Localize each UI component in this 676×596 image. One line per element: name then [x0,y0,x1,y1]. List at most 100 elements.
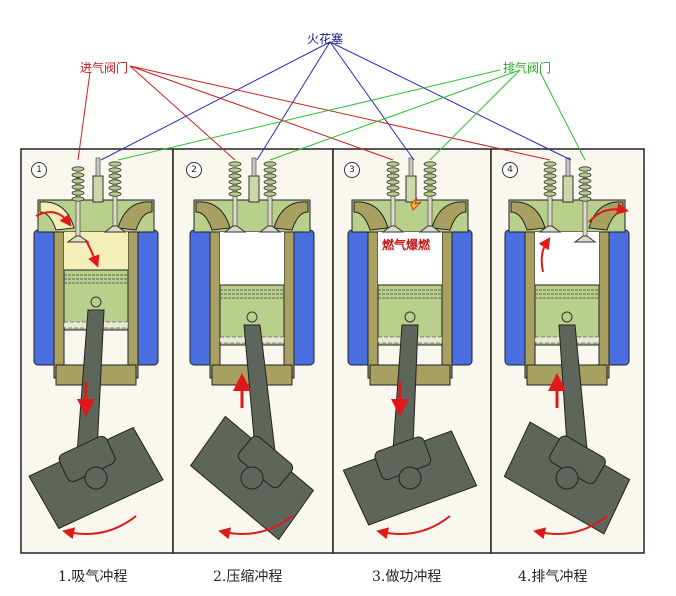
cylinder-wall-left [367,227,379,379]
intake-valve-head [538,225,562,233]
intake-valve-spring [543,179,557,185]
panel-2-caption: 2.压缩冲程 [213,569,283,585]
intake-valve-spring [228,179,242,185]
intake-valve-spring [228,173,242,179]
exhaust-port [431,201,467,231]
intake-flow-arrow-inner [85,239,100,268]
intake-flow-arrow [35,211,72,227]
exhaust-port [117,201,153,231]
spark-plug-body [92,175,104,203]
intake-valve-spring [71,196,85,202]
spark-plug-leader-4 [329,41,572,161]
intake-valve-spring [543,161,557,167]
engine-3 [342,157,478,540]
exhaust-valve-spring [423,191,437,197]
exhaust-valve-head [418,225,442,233]
panel-3-number: 3 [344,162,360,178]
cylinder-wall-left [524,227,536,379]
spark-plug-terminal [565,157,571,177]
intake-valve-spring [386,191,400,197]
cylinder-wall-right [598,227,610,379]
crankshaft [555,466,579,490]
spark-plug-leader-1 [100,41,331,161]
exhaust-valve-spring [423,161,437,167]
intake-port [353,201,389,231]
cylinder-wall-right [127,227,139,379]
exhaust-valve-head [103,225,127,233]
panel-1-number: 1 [31,162,47,178]
intake-valve-head [66,235,90,243]
intake-valve-spring [71,190,85,196]
engine-4 [503,157,631,540]
exhaust-valve-spring [423,185,437,191]
cylinder-wall-left [209,227,221,379]
spark-plug-leader-2 [256,41,331,161]
panel-2-number: 2 [186,162,202,178]
combustion-label: 燃气爆燃 [382,238,431,252]
exhaust-valve-spring [108,185,122,191]
piston-pin [90,296,102,308]
cylinder-wall-right [283,227,295,379]
exhaust-leader-1 [117,69,501,161]
intake-valve-head [223,225,247,233]
exhaust-valve-spring [263,173,277,179]
exhaust-valve-label: 排气阀门 [503,61,552,75]
intake-valve-spring [386,185,400,191]
intake-valve-spring [71,166,85,172]
exhaust-valve-spring [263,185,277,191]
exhaust-valve-spring [578,172,592,178]
exhaust-valve-spring [578,178,592,184]
exhaust-valve-spring [263,179,277,185]
spark-plug-body [248,175,260,203]
exhaust-valve-spring [108,179,122,185]
intake-valve-spring [228,185,242,191]
cylinder-wall-left [53,227,65,379]
spark-plug-body [562,175,574,203]
exhaust-valve-spring [108,161,122,167]
intake-port [510,201,546,231]
intake-valve-spring [543,167,557,173]
crank-rotation-arrow [62,515,137,540]
exhaust-port [273,201,309,231]
intake-leader-4 [129,65,551,161]
spark-plug-leader-3 [329,41,415,161]
cylinder-wall-right [441,227,453,379]
intake-valve-spring [71,178,85,184]
crankshaft [240,466,264,490]
engine-2 [189,157,315,541]
crank-rotation-arrow [218,515,293,540]
exhaust-valve-spring [578,166,592,172]
intake-leader-1 [77,71,91,161]
spark-flash [410,197,422,211]
intake-valve-spring [543,191,557,197]
intake-valve-spring [228,167,242,173]
exhaust-valve-head [573,235,597,243]
spark-plug-body [405,175,417,203]
crank-rotation-arrow [376,515,451,540]
intake-valve-spring [543,185,557,191]
piston-pin [246,311,258,323]
intake-valve-spring [71,184,85,190]
exhaust-valve-spring [108,191,122,197]
exhaust-valve-spring [578,190,592,196]
intake-valve-spring [386,167,400,173]
exhaust-flow-arrow [588,202,629,223]
spark-plug-terminal [251,157,257,177]
intake-valve-label: 进气阀门 [80,61,129,75]
intake-valve-spring [228,191,242,197]
exhaust-valve-spring [423,179,437,185]
exhaust-leader-4 [539,71,586,161]
exhaust-valve-spring [263,161,277,167]
panel-3-caption: 3.做功冲程 [372,569,442,585]
exhaust-flow-arrow-inner [538,237,551,273]
exhaust-valve-spring [423,173,437,179]
exhaust-leader-2 [269,69,521,161]
panel-4-caption: 4.排气冲程 [518,569,588,585]
intake-valve-spring [543,173,557,179]
spark-plug-label: 火花塞 [307,32,344,46]
spark-plug-terminal [408,157,414,177]
crankshaft [398,466,422,490]
combustion-chamber [220,232,284,285]
